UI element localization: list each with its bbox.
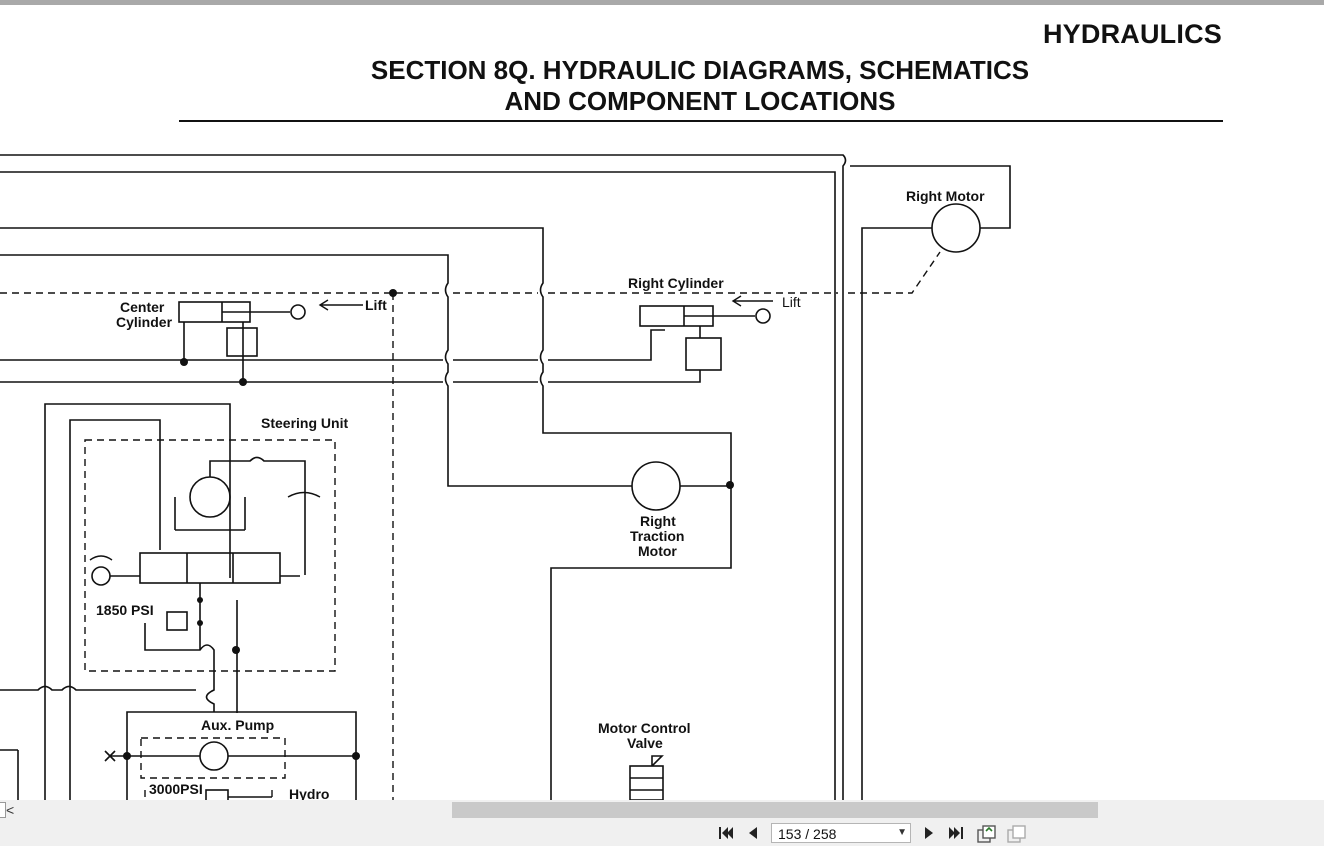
center-cylinder-eye [290, 304, 306, 320]
right-cylinder-rod [683, 306, 755, 326]
center-check-valve [226, 327, 258, 357]
right-cylinder-eye [755, 308, 771, 324]
section-header: HYDRAULICS [1042, 19, 1222, 49]
document-viewport[interactable]: HYDRAULICS SECTION 8Q. HYDRAULIC DIAGRAM… [0, 5, 1324, 800]
aux-pump-boundary [140, 737, 286, 779]
line-360 [0, 329, 665, 361]
label-right-motor: Right Motor [906, 188, 985, 204]
page-indicator: 153 / 258 [778, 826, 837, 842]
label-aux-pump: Aux. Pump [201, 717, 274, 733]
last-page-icon[interactable] [946, 824, 966, 842]
label-center-cylinder-1: Center [120, 299, 165, 315]
label-1850-psi: 1850 PSI [96, 602, 154, 618]
steering-actuator-left [91, 566, 111, 586]
right-motor-loop-top [850, 165, 1011, 229]
aux-line-690 [0, 685, 196, 691]
page-navigation-toolbar: 153 / 258 ▼ [0, 820, 1324, 846]
label-motor-control-2: Valve [627, 735, 663, 751]
label-right-cylinder: Right Cylinder [628, 275, 724, 291]
hydraulic-schematic: Right Motor Right Cylinder Lift Center C… [0, 154, 1011, 800]
steering-motor-symbol [189, 476, 231, 518]
line-255 [0, 254, 632, 487]
label-3000-psi: 3000PSI [149, 781, 203, 797]
pilot-dashed-line [0, 251, 941, 294]
junction-dots [123, 289, 734, 760]
label-motor-control-1: Motor Control [598, 720, 691, 736]
scrollbar-left-edge [0, 802, 6, 818]
label-hydro: Hydro [289, 786, 329, 800]
section-title-line1: SECTION 8Q. HYDRAULIC DIAGRAMS, SCHEMATI… [370, 55, 1030, 85]
motor-control-valve-symbol [629, 765, 664, 800]
line-382 [0, 370, 701, 383]
next-page-icon[interactable] [918, 824, 938, 842]
aux-pump-symbol [199, 741, 229, 771]
label-traction-1: Right [640, 513, 676, 529]
lift-arrow-right [731, 295, 773, 307]
right-motor-symbol [931, 203, 981, 253]
right-check-valve [685, 337, 722, 371]
steering-supply-line [44, 403, 231, 800]
label-traction-3: Motor [638, 543, 677, 559]
center-cylinder-rod [221, 302, 290, 322]
scroll-left-arrow-icon[interactable]: < [6, 802, 15, 818]
outer-line-top-1 [0, 154, 847, 800]
horizontal-scrollbar[interactable]: < [0, 800, 1324, 820]
title-rule [179, 120, 1223, 122]
lift-arrow-center [318, 299, 363, 311]
label-traction-2: Traction [630, 528, 684, 544]
label-lift-right: Lift [782, 294, 801, 310]
thumbnails-icon[interactable] [976, 824, 996, 843]
section-title-line2: AND COMPONENT LOCATIONS [504, 86, 896, 116]
chevron-down-icon: ▼ [897, 827, 907, 838]
prev-page-icon[interactable] [744, 824, 764, 842]
first-page-icon[interactable] [716, 824, 736, 842]
steering-spool-valve [139, 552, 281, 584]
left-edge-box [0, 749, 19, 800]
label-center-cylinder-2: Cylinder [116, 314, 173, 330]
outer-line-top-2 [0, 171, 836, 800]
right-traction-motor-symbol [631, 461, 681, 511]
steering-unit-boundary [84, 439, 336, 672]
line-228 [0, 227, 732, 800]
label-lift-center: Lift [365, 297, 387, 313]
bookmarks-icon[interactable] [1006, 824, 1026, 843]
center-cylinder-ports [183, 322, 244, 382]
relief-1850 [166, 611, 188, 631]
page-number-select[interactable]: 153 / 258 ▼ [771, 823, 911, 843]
window-top-bar [0, 0, 1324, 5]
steering-return-line [69, 419, 161, 800]
label-steering-unit: Steering Unit [261, 415, 348, 431]
steering-top-loop [209, 456, 306, 575]
right-motor-loop-left [861, 227, 932, 800]
scrollbar-thumb[interactable] [452, 802, 1098, 818]
